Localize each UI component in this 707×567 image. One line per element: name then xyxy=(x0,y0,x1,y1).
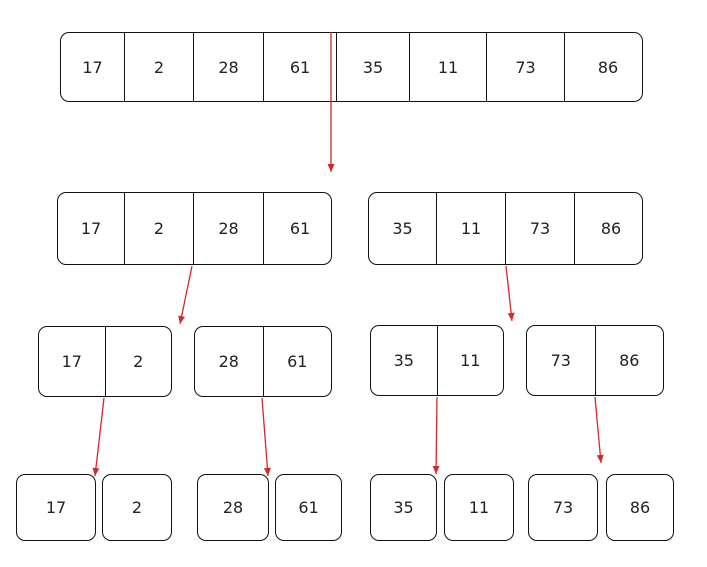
array-cell: 2 xyxy=(124,193,193,264)
array-box-level-4-6: 11 xyxy=(444,474,514,541)
array-box-level-4-4: 61 xyxy=(275,474,342,541)
array-cell: 2 xyxy=(124,33,193,101)
arrowhead-7 xyxy=(596,454,604,463)
arrowhead-6 xyxy=(432,465,440,474)
array-cell: 17 xyxy=(45,498,67,517)
array-cell: 61 xyxy=(298,498,319,517)
array-box-level-3-3: 35 11 xyxy=(370,325,504,396)
arrowhead-4 xyxy=(92,467,100,476)
array-cell: 28 xyxy=(222,498,244,517)
arrow-line-7 xyxy=(594,396,602,464)
array-cell: 61 xyxy=(263,33,336,101)
array-cell: 61 xyxy=(263,193,331,264)
array-cell: 35 xyxy=(336,33,409,101)
array-cell: 28 xyxy=(218,352,239,371)
array-cell: 61 xyxy=(262,327,332,396)
array-cell: 86 xyxy=(594,326,664,395)
array-cell: 73 xyxy=(486,33,564,101)
array-cell: 73 xyxy=(550,351,571,370)
arrow-line-5 xyxy=(261,397,269,477)
arrowhead-2 xyxy=(178,315,186,324)
arrowhead-3 xyxy=(507,312,515,321)
array-box-level-4-5: 35 xyxy=(370,474,437,541)
array-cell: 35 xyxy=(393,498,414,517)
array-cell: 28 xyxy=(193,193,263,264)
array-cell: 17 xyxy=(82,57,103,77)
array-box-level-4-8: 86 xyxy=(606,474,674,541)
array-cell: 2 xyxy=(131,498,143,517)
array-box-level-3-2: 28 61 xyxy=(194,326,332,397)
array-cell: 86 xyxy=(629,498,651,517)
array-box-level-4-1: 17 xyxy=(16,474,96,541)
array-cell: 73 xyxy=(505,193,574,264)
array-cell: 73 xyxy=(552,498,574,517)
arrow-line-4 xyxy=(94,397,105,477)
arrow-line-3 xyxy=(505,265,513,322)
array-box-level-3-4: 73 86 xyxy=(526,325,664,396)
array-cell: 17 xyxy=(80,219,102,238)
array-cell: 11 xyxy=(436,193,505,264)
arrowhead-1 xyxy=(327,164,335,172)
array-box-level-4-7: 73 xyxy=(528,474,598,541)
array-cell: 35 xyxy=(392,219,413,238)
array-cell: 11 xyxy=(436,326,504,395)
array-cell: 17 xyxy=(61,352,82,371)
array-cell: 11 xyxy=(409,33,486,101)
array-box-level-4-2: 2 xyxy=(102,474,172,541)
array-cell: 35 xyxy=(393,351,414,370)
array-cell: 2 xyxy=(104,327,172,396)
array-cell: 28 xyxy=(193,33,263,101)
arrow-line-6 xyxy=(435,396,438,475)
array-cell: 11 xyxy=(468,498,490,517)
array-cell: 86 xyxy=(564,33,642,101)
array-box-level-4-3: 28 xyxy=(197,474,269,541)
arrow-line-2 xyxy=(179,265,193,325)
array-box-level-3-1: 17 2 xyxy=(38,326,172,397)
array-cell: 86 xyxy=(574,193,642,264)
